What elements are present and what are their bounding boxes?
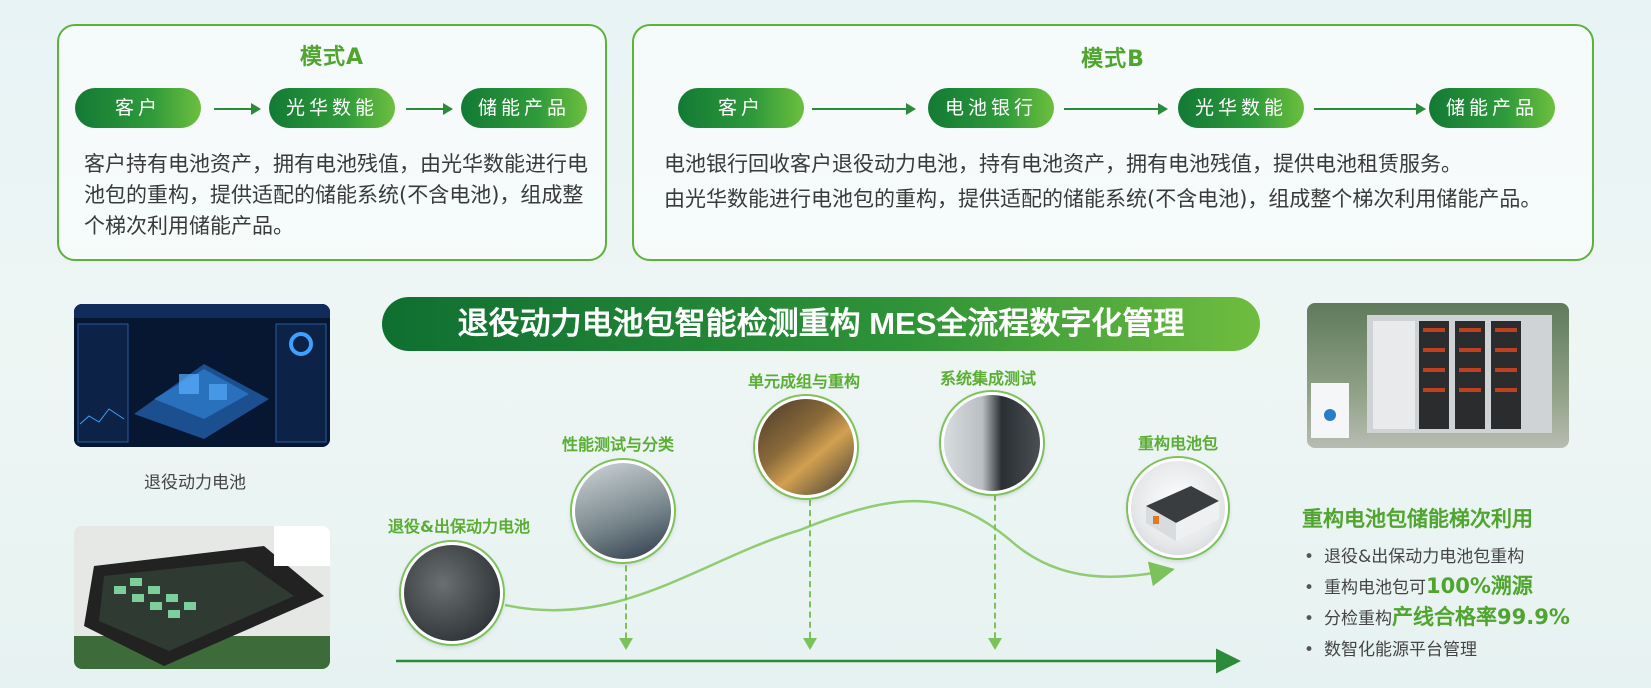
right-panel-bullets: • 退役&出保动力电池包重构 • 重构电池包可100%溯源 • 分检重构产线合格率99… — [1304, 540, 1570, 664]
dashboard-screenshot-image — [74, 304, 330, 447]
step1-photo — [401, 542, 503, 644]
step5-label: 重构电池包 — [1138, 434, 1219, 453]
step2-label: 性能测试与分类 — [562, 435, 675, 454]
battery-pack-photo — [74, 526, 330, 669]
bullet-text: 退役&出保动力电池包重构 — [1324, 547, 1525, 567]
step2-dashed-connector — [619, 556, 633, 650]
mode-a-title: 模式A — [299, 45, 365, 70]
mode-b-step-customer: 客户 — [678, 88, 804, 128]
mode-a-step-product: 储能产品 — [461, 88, 587, 128]
step3-dashed-connector — [803, 500, 817, 650]
bullet-highlight: 100%溯源 — [1426, 574, 1533, 598]
retired-battery-caption: 退役动力电池 — [144, 473, 246, 493]
bullet-text: 分检重构 — [1324, 609, 1392, 629]
bullet-item: • 重构电池包可100%溯源 — [1304, 571, 1570, 602]
mode-b-description-line2: 由光华数能进行电池包的重构，提供适配的储能系统(不含电池)，组成整个梯次利用储能… — [664, 187, 1542, 211]
mode-b-arrow-1 — [812, 103, 916, 115]
step4-dashed-connector — [988, 495, 1002, 650]
step2-photo — [572, 460, 674, 562]
bullet-item: • 数智化能源平台管理 — [1304, 633, 1570, 664]
step4-label: 系统集成测试 — [940, 369, 1037, 388]
step3-photo — [755, 396, 857, 498]
mode-b-step-battery-bank: 电池银行 — [928, 88, 1054, 128]
bullet-dot: • — [1304, 578, 1315, 598]
mode-a-arrow-1 — [214, 103, 261, 115]
mode-a-step-customer: 客户 — [75, 88, 201, 128]
step4-photo — [941, 392, 1043, 494]
mode-b-title: 模式B — [1081, 47, 1145, 72]
bullet-highlight: 产线合格率99.9% — [1392, 605, 1570, 629]
mode-a-arrow-2 — [406, 103, 453, 115]
step3-label: 单元成组与重构 — [748, 372, 861, 391]
bullet-dot: • — [1304, 609, 1315, 629]
bullet-dot: • — [1304, 547, 1315, 567]
mode-b-panel: 模式B 客户 电池银行 光华数能 储能产品 电池银行回收客户退役动力电池，持有电… — [632, 24, 1594, 261]
mode-a-step-guanghua: 光华数能 — [269, 88, 395, 128]
mode-a-panel: 模式A 客户 光华数能 储能产品 客户持有电池资产，拥有电池残值，由光华数能进行… — [57, 24, 607, 261]
right-panel-title: 重构电池包储能梯次利用 — [1302, 507, 1533, 531]
bullet-text: 数智化能源平台管理 — [1324, 640, 1477, 660]
mode-b-step-guanghua: 光华数能 — [1178, 88, 1304, 128]
mode-a-description: 客户持有电池资产，拥有电池残值，由光华数能进行电池包的重构，提供适配的储能系统(… — [84, 152, 588, 238]
bullet-item: • 分检重构产线合格率99.9% — [1304, 602, 1570, 633]
mode-b-arrow-3 — [1314, 103, 1426, 115]
step5-photo — [1128, 458, 1228, 558]
mode-b-description-line1: 电池银行回收客户退役动力电池，持有电池资产，拥有电池残值，提供电池租赁服务。 — [664, 152, 1462, 176]
mes-banner: 退役动力电池包智能检测重构 MES全流程数字化管理 — [382, 297, 1260, 351]
bullet-item: • 退役&出保动力电池包重构 — [1304, 540, 1570, 571]
energy-storage-cabinet-photo — [1307, 303, 1569, 448]
bullet-dot: • — [1304, 640, 1315, 660]
mode-b-arrow-2 — [1064, 103, 1168, 115]
bullet-text: 重构电池包可 — [1324, 578, 1426, 598]
mode-b-step-product: 储能产品 — [1429, 88, 1555, 128]
step1-label: 退役&出保动力电池 — [388, 517, 530, 536]
